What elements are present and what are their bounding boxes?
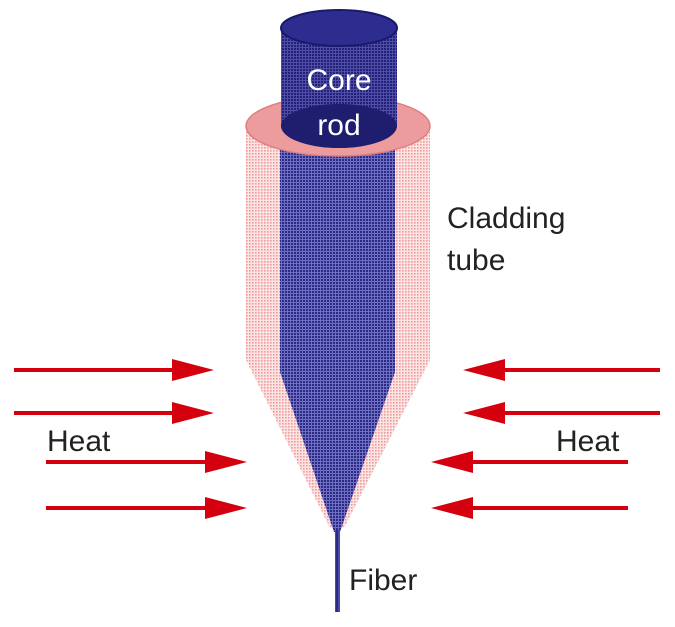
core-rod-top <box>280 9 398 47</box>
heat-arrow-right-1 <box>463 359 660 381</box>
core-rod-body <box>280 122 395 532</box>
heat-label-left: Heat <box>47 425 111 458</box>
core-label-line2: rod <box>317 109 360 142</box>
cladding-label-line2: tube <box>447 244 505 277</box>
heat-label-right: Heat <box>556 425 620 458</box>
heat-arrow-right-4 <box>431 497 628 519</box>
right-heat-arrows <box>431 359 660 519</box>
heat-arrow-left-4 <box>46 497 247 519</box>
heat-arrow-right-3 <box>431 451 628 473</box>
core-label-line1: Core <box>306 64 371 97</box>
heat-arrow-left-2 <box>14 402 214 424</box>
core-rod-bottom <box>281 104 397 148</box>
cladding-label-line1: Cladding <box>447 202 565 235</box>
left-heat-arrows <box>14 359 247 519</box>
fiber-label: Fiber <box>349 564 417 597</box>
heat-arrow-left-1 <box>14 359 214 381</box>
heat-arrow-left-3 <box>46 451 247 473</box>
heat-arrow-right-2 <box>463 402 660 424</box>
